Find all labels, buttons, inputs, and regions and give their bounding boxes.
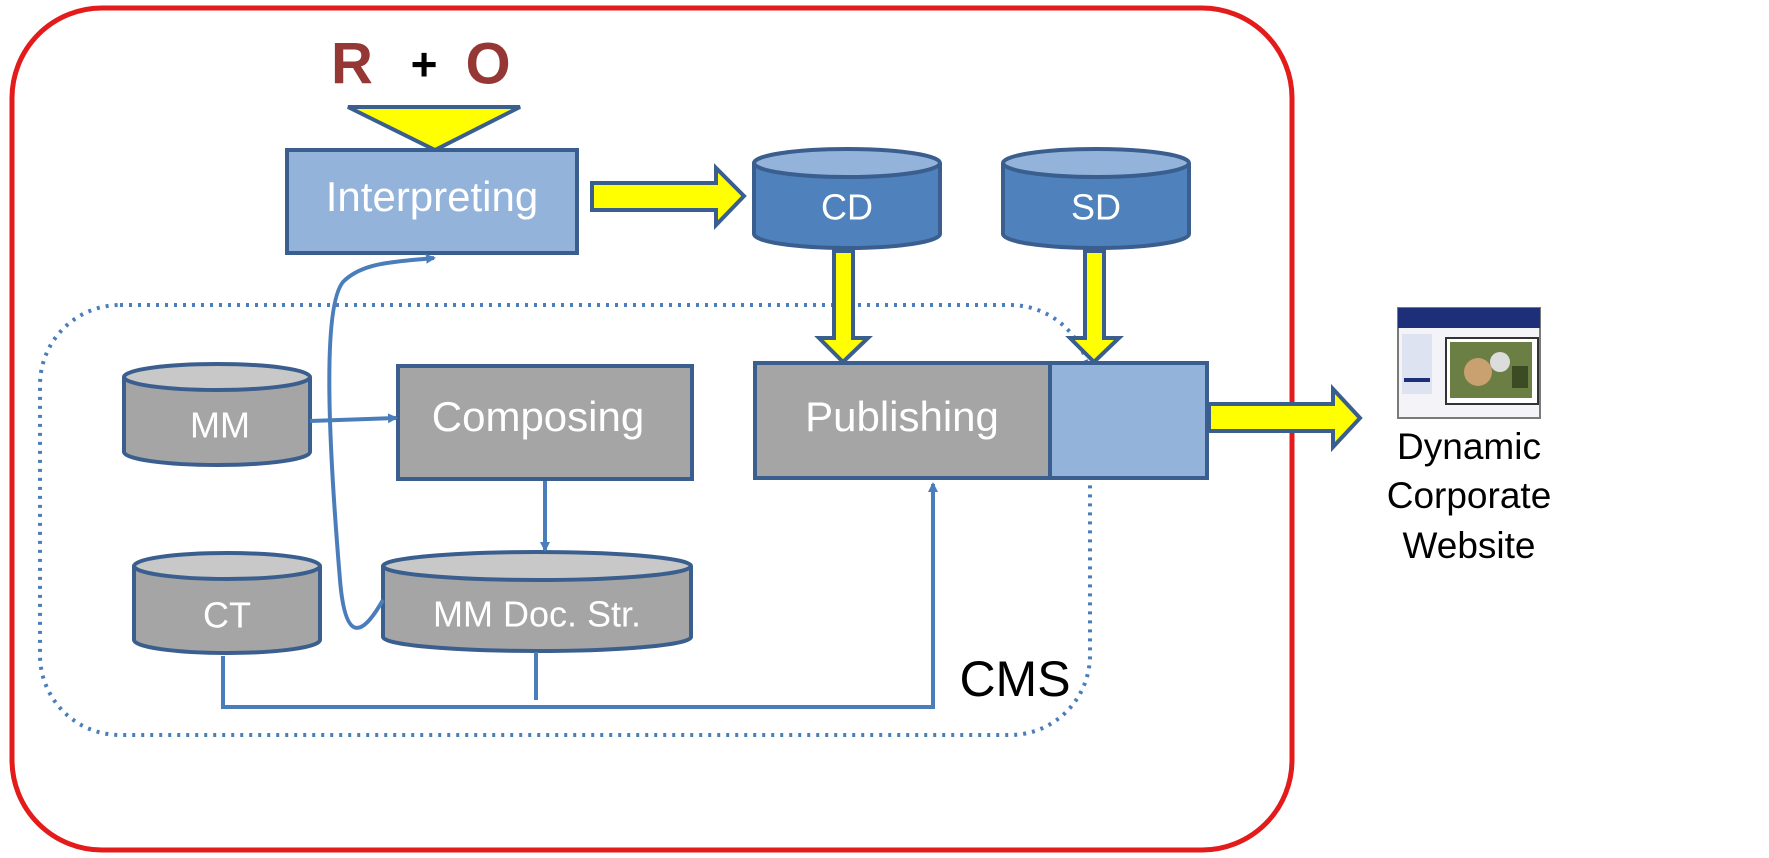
arrow-publishing-to-website [1207, 383, 1363, 453]
website-label-line3: Website [1403, 525, 1536, 566]
mm-doc-str-datastore[interactable]: MM Doc. Str. [381, 550, 693, 653]
sd-label: SD [1071, 187, 1121, 228]
composing-label: Composing [432, 393, 644, 440]
cd-label: CD [821, 187, 873, 228]
mm-datastore[interactable]: MM [122, 362, 312, 467]
connector-ct-to-publishing [221, 482, 938, 709]
cms-label: CMS [959, 651, 1070, 707]
ct-label: CT [203, 595, 251, 636]
connector-mm-to-composing [309, 413, 398, 424]
mm-label: MM [190, 405, 250, 446]
interpreting-box[interactable]: Interpreting [285, 148, 579, 255]
r-label: R [331, 31, 373, 96]
sd-datastore[interactable]: SD [1001, 147, 1191, 250]
arrow-cd-to-publishing [814, 249, 873, 365]
input-funnel-icon [347, 105, 521, 153]
o-label: O [465, 31, 510, 96]
composing-box[interactable]: Composing [396, 364, 694, 481]
website-label-line2: Corporate [1387, 475, 1552, 516]
website-thumbnail-icon [1397, 307, 1541, 419]
mm-doc-str-label: MM Doc. Str. [433, 594, 641, 635]
cms-boundary [38, 303, 1092, 737]
interpreting-label: Interpreting [326, 173, 538, 220]
ct-datastore[interactable]: CT [132, 551, 322, 655]
publishing-label: Publishing [805, 393, 999, 440]
plus-label: + [411, 38, 438, 90]
connector-mmdoc-to-interpreting [327, 253, 436, 630]
arrow-sd-to-publishing [1065, 249, 1124, 365]
publishing-box[interactable]: Publishing [753, 361, 1209, 480]
arrow-interpreting-to-cd [590, 163, 747, 230]
website-label-line1: Dynamic [1397, 426, 1541, 467]
cd-datastore[interactable]: CD [752, 147, 942, 250]
